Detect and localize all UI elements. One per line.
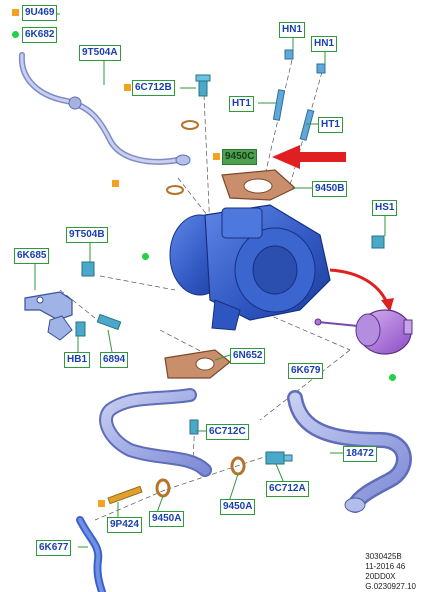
bracket-6k685	[24, 291, 73, 341]
washer-mid	[166, 185, 184, 195]
wastegate-actuator	[314, 309, 413, 355]
oil-feed-pipe	[18, 52, 191, 166]
square-marker-9u469	[12, 9, 19, 16]
part-label-6c712c[interactable]: 6C712C	[206, 424, 249, 440]
part-label-6c712a[interactable]: 6C712A	[266, 481, 309, 497]
bolt-6894	[96, 313, 122, 331]
dot-marker-actuator	[389, 374, 396, 381]
part-label-6n652[interactable]: 6N652	[230, 348, 266, 364]
washer-top	[181, 120, 199, 130]
part-label-6k677[interactable]: 6K677	[36, 540, 72, 556]
part-label-6k679[interactable]: 6K679	[288, 363, 324, 379]
part-label-9450b[interactable]: 9450B	[312, 181, 348, 197]
part-label-6c712b[interactable]: 6C712B	[132, 80, 175, 96]
part-label-6894[interactable]: 6894	[100, 352, 129, 368]
square-marker-9450c	[213, 153, 220, 160]
pipe-18472	[287, 390, 412, 513]
banjo-bolt-6c712b	[195, 74, 211, 97]
diagram-reference: 3030425B 11-2016 46 20DD0X G.0230927.10	[365, 552, 416, 592]
dot-marker-6k682	[12, 31, 19, 38]
part-label-9450a-right[interactable]: 9450A	[220, 499, 256, 515]
part-label-ht1-right[interactable]: HT1	[318, 117, 343, 133]
reference-code: 3030425B	[365, 552, 402, 561]
part-label-hs1[interactable]: HS1	[372, 200, 398, 216]
reference-engine: 20DD0X	[365, 572, 396, 581]
part-label-9p424[interactable]: 9P424	[107, 517, 142, 533]
part-label-9450c[interactable]: 9450C	[222, 149, 258, 165]
stud-right	[299, 109, 315, 141]
bolt-6c712c	[189, 419, 199, 435]
part-label-9450a-left[interactable]: 9450A	[149, 511, 185, 527]
part-label-6k685[interactable]: 6K685	[14, 248, 50, 264]
square-marker-9p424	[98, 500, 105, 507]
nut-left	[284, 49, 294, 60]
stud-left	[272, 89, 286, 121]
part-label-ht1-left[interactable]: HT1	[229, 96, 254, 112]
callout-arrow	[272, 145, 346, 169]
washer-9450a-left	[155, 478, 171, 498]
part-label-6k682[interactable]: 6K682	[22, 27, 58, 43]
banjo-bolt-6c712a	[265, 451, 293, 465]
part-label-9t504b[interactable]: 9T504B	[66, 227, 108, 243]
bolt-hs1	[371, 235, 385, 249]
dot-marker-turbo	[142, 253, 149, 260]
part-label-hn1-left[interactable]: HN1	[279, 22, 306, 38]
part-label-9u469[interactable]: 9U469	[22, 5, 58, 21]
part-label-18472[interactable]: 18472	[343, 446, 377, 462]
reference-id: G.0230927.10	[365, 582, 416, 591]
part-label-9t504a[interactable]: 9T504A	[79, 45, 121, 61]
turbocharger	[169, 204, 331, 331]
square-marker-pipe	[112, 180, 119, 187]
bolt-hb1	[75, 321, 86, 337]
oil-return-pipe	[99, 388, 212, 477]
part-label-hn1-right[interactable]: HN1	[311, 36, 338, 52]
actuator-arrow	[329, 268, 390, 306]
reference-date: 11-2016 46	[365, 562, 406, 571]
part-label-hb1[interactable]: HB1	[64, 352, 91, 368]
bolt-9p424	[107, 485, 143, 505]
bolt-9t504b	[81, 261, 95, 277]
square-marker-6c712b	[124, 84, 131, 91]
nut-right	[316, 63, 326, 74]
